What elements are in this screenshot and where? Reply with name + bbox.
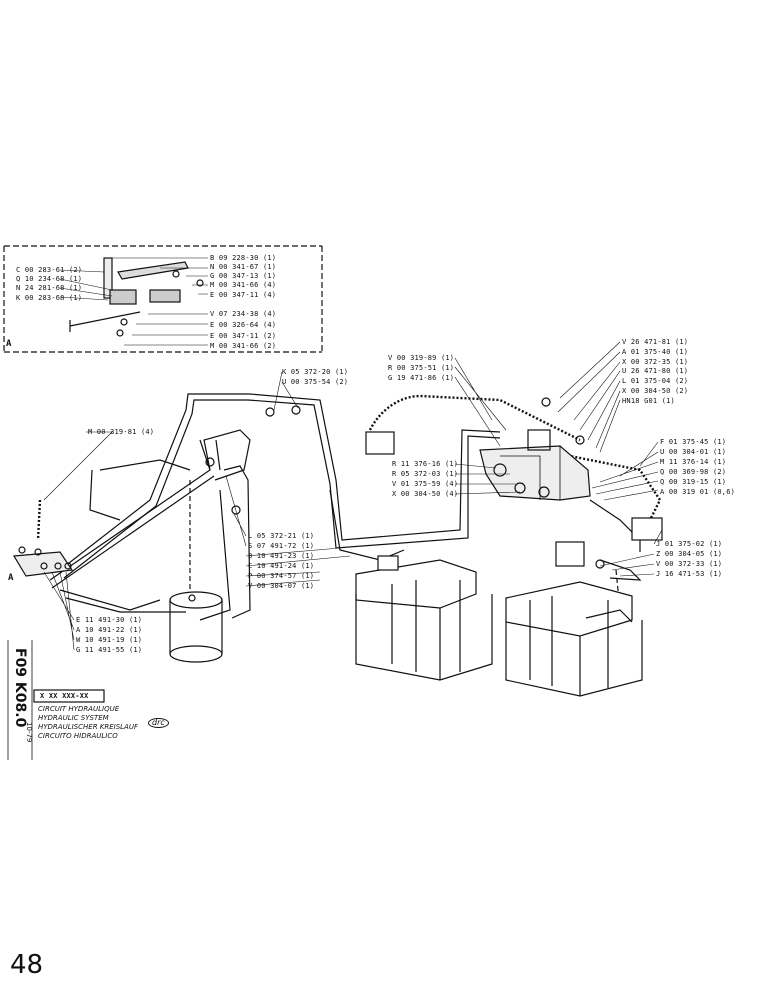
letter-a: A bbox=[8, 573, 14, 583]
part-label: A 01 375-40 (1) bbox=[622, 348, 689, 356]
date: 10-79 bbox=[25, 722, 33, 743]
inset-label: B 09 228-30 (1) bbox=[210, 254, 277, 262]
title-block-frame bbox=[7, 640, 105, 760]
inset-label: M 00 341-66 (2) bbox=[210, 342, 277, 350]
part-label: V 01 375-59 (4) bbox=[392, 480, 459, 488]
part-label: L 01 375-04 (2) bbox=[622, 377, 689, 385]
inset-label: E 00 347-11 (4) bbox=[210, 291, 277, 299]
part-label: X 00 372-35 (1) bbox=[622, 358, 689, 366]
part-label: F 01 375-45 (1) bbox=[660, 438, 727, 446]
tank bbox=[169, 591, 223, 663]
part-label: X 00 304-50 (4) bbox=[392, 490, 459, 498]
inset-label: Q 10 234-68 (1) bbox=[16, 275, 83, 283]
part-label: M 11 376-14 (1) bbox=[660, 458, 727, 466]
title-line: HYDRAULIC SYSTEM bbox=[38, 714, 109, 722]
drc-logo: drc bbox=[148, 718, 169, 728]
part-label: P 00 374-57 (1) bbox=[248, 572, 315, 580]
hydraulic-hoses bbox=[36, 393, 662, 621]
part-label: V 00 319-89 (1) bbox=[388, 354, 455, 362]
inset-label: N 00 341-67 (1) bbox=[210, 263, 277, 271]
part-label: V 00 304-07 (1) bbox=[248, 582, 315, 590]
inset-label: E 00 326-64 (4) bbox=[210, 321, 277, 329]
part-label: L 05 372-21 (1) bbox=[248, 532, 315, 540]
part-label: X 00 304-50 (2) bbox=[622, 387, 689, 395]
part-label: A 00 319 01 (0,6) bbox=[660, 488, 736, 496]
part-label: K 05 372-20 (1) bbox=[282, 368, 349, 376]
part-label: V 00 372-33 (1) bbox=[656, 560, 723, 568]
part-label: U 26 471-80 (1) bbox=[622, 367, 689, 375]
inset-label: E 00 347-11 (2) bbox=[210, 332, 277, 340]
title-line: CIRCUIT HYDRAULIQUE bbox=[38, 705, 120, 713]
inset-letter: A bbox=[6, 339, 12, 349]
part-label: Q 00 369-98 (2) bbox=[660, 468, 727, 476]
part-label: G 19 471-86 (1) bbox=[388, 374, 455, 382]
inset-label: N 24 281-68 (1) bbox=[16, 284, 83, 292]
part-label: R 11 376-16 (1) bbox=[392, 460, 459, 468]
part-label: J 16 471-53 (1) bbox=[656, 570, 723, 578]
part-label: U 00 304-01 (1) bbox=[660, 448, 727, 456]
inset-label: C 00 283-61 (2) bbox=[16, 266, 83, 274]
part-label: Q 00 319-15 (1) bbox=[660, 478, 727, 486]
part-label: E 11 491-30 (1) bbox=[76, 616, 143, 624]
part-label: C 10 491-24 (1) bbox=[248, 562, 315, 570]
part-label: V 26 471-81 (1) bbox=[622, 338, 689, 346]
battery-group-left bbox=[355, 555, 493, 681]
side-code: F09 K08.0 bbox=[12, 648, 28, 728]
junction-block bbox=[12, 546, 74, 577]
control-valve bbox=[479, 397, 591, 501]
inset-label: V 07 234-38 (4) bbox=[210, 310, 277, 318]
part-label: B 10 491-23 (1) bbox=[248, 552, 315, 560]
title-line: CIRCUITO HIDRAULICO bbox=[38, 732, 118, 740]
part-label: S 07 491-72 (1) bbox=[248, 542, 315, 550]
part-label: A 10 491-22 (1) bbox=[76, 626, 143, 634]
part-label: G 11 491-55 (1) bbox=[76, 646, 143, 654]
title-line: HYDRAULISCHER KREISLAUF bbox=[38, 723, 138, 731]
inset-detail-box bbox=[3, 245, 323, 353]
part-label: R 00 375-51 (1) bbox=[388, 364, 455, 372]
part-label: W 10 491-19 (1) bbox=[76, 636, 143, 644]
part-label: Z 00 304-05 (1) bbox=[656, 550, 723, 558]
inset-label: K 00 283-68 (1) bbox=[16, 294, 83, 302]
part-label: HN18 G01 (1) bbox=[622, 397, 675, 405]
title-code: X XX XXX-XX bbox=[40, 692, 89, 700]
inset-label: M 00 341-66 (4) bbox=[210, 281, 277, 289]
leader-lines bbox=[43, 341, 663, 651]
part-label: M 00 319-81 (4) bbox=[88, 428, 155, 436]
part-label: J 01 375-02 (1) bbox=[656, 540, 723, 548]
components bbox=[205, 405, 663, 569]
inset-label: G 00 347-13 (1) bbox=[210, 272, 277, 280]
battery-group-right bbox=[505, 581, 643, 697]
part-label: U 00 375-54 (2) bbox=[282, 378, 349, 386]
page-number: 48 bbox=[10, 950, 44, 980]
part-label: R 05 372-03 (1) bbox=[392, 470, 459, 478]
